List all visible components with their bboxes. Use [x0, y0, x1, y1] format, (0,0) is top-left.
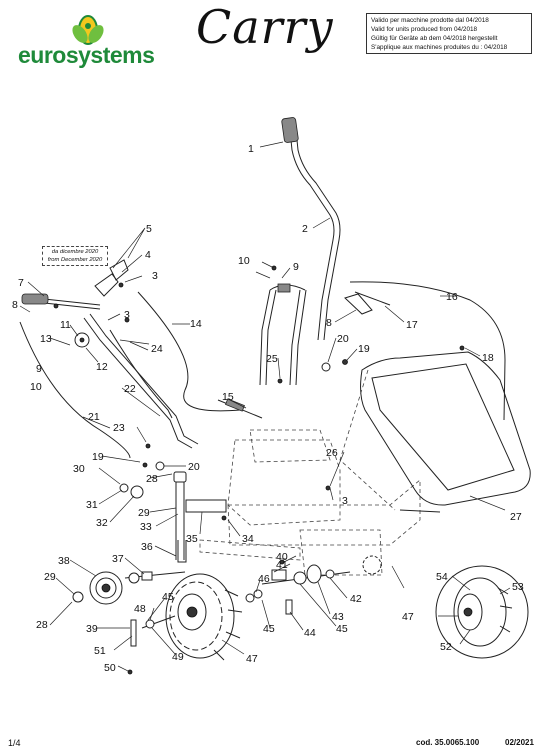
- callout-15: 15: [222, 391, 234, 403]
- eurosystems-logo: eurosystems: [8, 8, 168, 68]
- callout-40: 40: [276, 551, 288, 563]
- callout-4: 4: [145, 249, 151, 261]
- callout-27: 27: [510, 511, 522, 523]
- callout-31: 31: [86, 499, 98, 511]
- tub: [339, 351, 531, 513]
- callout-19a: 19: [358, 343, 370, 355]
- callout-16: 16: [446, 291, 458, 303]
- handle-bar: [281, 117, 341, 341]
- handle-frame: [259, 283, 307, 386]
- callout-labels: 1 2 3 3 3 4 5 7 8 8 9 9 10 10 11 12 13 1…: [12, 143, 524, 674]
- left-wheel-parts: [72, 471, 227, 605]
- callout-10b: 10: [238, 255, 250, 267]
- callout-13: 13: [40, 333, 52, 345]
- callout-11: 11: [60, 319, 71, 331]
- right-cables: [344, 281, 506, 421]
- callout-50: 50: [104, 662, 116, 674]
- callout-17: 17: [406, 319, 418, 331]
- validity-line-de: Gültig für Geräte ab dem 04/2018 hergest…: [371, 35, 498, 42]
- callout-25: 25: [266, 353, 278, 365]
- handle-grip: [281, 117, 299, 143]
- callout-23: 23: [113, 422, 125, 434]
- callout-42: 42: [350, 593, 362, 605]
- callout-53: 53: [512, 581, 524, 593]
- callout-34: 34: [242, 533, 254, 545]
- callout-3c: 3: [342, 495, 348, 507]
- callout-14: 14: [190, 318, 202, 330]
- callout-8b: 8: [326, 317, 332, 329]
- brand-name: eurosystems: [18, 42, 155, 68]
- callout-30: 30: [73, 463, 85, 475]
- callout-28b: 28: [146, 473, 158, 485]
- callout-2: 2: [302, 223, 308, 235]
- validity-line-it: Valido per macchine prodotte dal 04/2018: [371, 17, 489, 24]
- callout-29b: 29: [138, 507, 150, 519]
- leader-lines: [19, 141, 511, 673]
- callout-7: 7: [18, 277, 24, 289]
- callout-20a: 20: [337, 333, 349, 345]
- callout-12: 12: [96, 361, 108, 373]
- callout-18: 18: [482, 352, 494, 364]
- callout-33: 33: [140, 521, 152, 533]
- callout-9a: 9: [36, 363, 42, 375]
- validity-line-en: Valid for units produced from 04/2018: [371, 26, 478, 33]
- callout-47a: 47: [246, 653, 258, 665]
- handle-bracket: [277, 283, 291, 293]
- callout-36: 36: [141, 541, 153, 553]
- callout-38: 38: [58, 555, 70, 567]
- callout-44: 44: [304, 627, 316, 639]
- callout-24: 24: [151, 343, 163, 355]
- flower-logo-icon: [72, 15, 104, 45]
- document-date: 02/2021: [505, 738, 534, 747]
- callout-8a: 8: [12, 299, 18, 311]
- drive-wheel: [130, 573, 263, 661]
- callout-5: 5: [146, 223, 152, 235]
- callout-51: 51: [94, 645, 106, 657]
- left-grip: [21, 293, 49, 305]
- side-arm: [74, 313, 199, 449]
- callout-41: 41: [276, 559, 288, 571]
- callout-37: 37: [112, 553, 124, 565]
- control-cables: [19, 291, 263, 459]
- callout-49: 49: [172, 651, 184, 663]
- callout-47b: 47: [402, 611, 414, 623]
- callout-39: 39: [86, 623, 98, 635]
- validity-box: Valido per macchine prodotte dal 04/2018…: [366, 13, 532, 54]
- callout-21: 21: [88, 411, 100, 423]
- callout-29a: 29: [44, 571, 56, 583]
- callout-35: 35: [186, 533, 198, 545]
- page-number: 1/4: [8, 738, 21, 748]
- callout-22: 22: [124, 383, 136, 395]
- callout-32: 32: [96, 517, 108, 529]
- callout-48: 48: [134, 603, 146, 615]
- callout-9b: 9: [293, 261, 299, 273]
- variant-note-box: da dicembre 2020 from December 2020: [42, 246, 108, 266]
- callout-52: 52: [440, 641, 452, 653]
- callout-10a: 10: [30, 381, 42, 393]
- callout-1: 1: [248, 143, 254, 155]
- right-axle-parts: [261, 555, 382, 615]
- callout-46: 46: [258, 573, 270, 585]
- callout-3b: 3: [124, 309, 130, 321]
- product-title: Carry: [196, 0, 334, 54]
- validity-line-fr: S'applique aux machines produites du : 0…: [371, 44, 508, 51]
- document-code: cod. 35.0065.100: [416, 738, 480, 747]
- variant-note-line2: from December 2020: [47, 257, 103, 263]
- callout-45b: 45: [263, 623, 275, 635]
- callout-3a: 3: [152, 270, 158, 282]
- callout-45a: 45: [162, 591, 174, 603]
- callout-45c: 45: [336, 623, 348, 635]
- callout-20b: 20: [188, 461, 200, 473]
- callout-43: 43: [332, 611, 344, 623]
- callout-19b: 19: [92, 451, 104, 463]
- callout-28a: 28: [36, 619, 48, 631]
- callout-26: 26: [326, 447, 338, 459]
- wheel-inset: [435, 565, 529, 659]
- left-lever-assembly: [21, 259, 129, 310]
- callout-54: 54: [436, 571, 448, 583]
- variant-note-line1: da dicembre 2020: [51, 249, 99, 255]
